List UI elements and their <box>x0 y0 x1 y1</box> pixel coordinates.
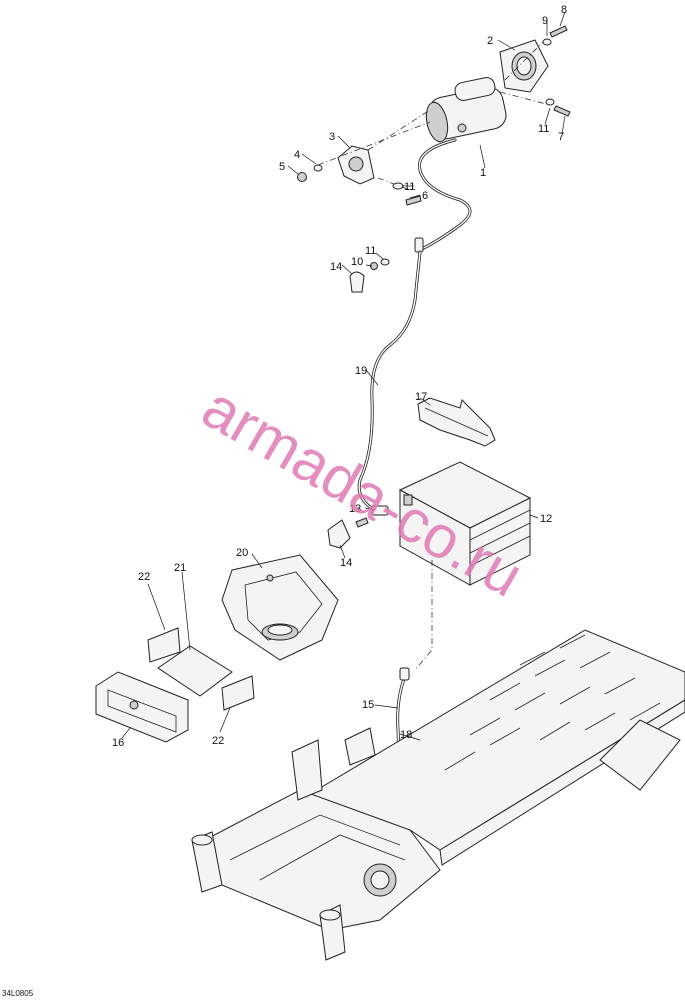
callout-14-top: 14 <box>330 261 342 273</box>
hardware-washer-9[interactable] <box>542 38 552 46</box>
callout-5: 5 <box>279 161 285 173</box>
callout-6: 6 <box>422 190 428 202</box>
callout-17: 17 <box>415 391 427 403</box>
hardware-washer-4[interactable] <box>313 164 323 172</box>
callout-20: 20 <box>236 547 248 559</box>
hardware-nut-5[interactable] <box>297 172 307 182</box>
battery-hold-down-strap[interactable] <box>417 397 496 447</box>
hardware-bolt-6[interactable] <box>405 195 422 206</box>
callout-11-right: 11 <box>538 123 549 135</box>
hardware-bolt-8[interactable] <box>549 25 568 38</box>
callout-7: 7 <box>558 131 564 143</box>
hardware-washer-11-right[interactable] <box>545 98 555 106</box>
positive-battery-cable[interactable] <box>357 250 422 514</box>
callout-11-mid: 11 <box>365 245 376 257</box>
callout-18: 18 <box>400 729 412 741</box>
callout-22-upper: 22 <box>138 571 150 583</box>
callout-9: 9 <box>542 15 548 27</box>
callout-13: 13 <box>349 503 361 515</box>
callout-11-top: 11 <box>404 181 415 193</box>
battery-tray[interactable] <box>221 554 339 661</box>
cable-terminal-13[interactable] <box>371 505 389 516</box>
terminal-cap-14-top[interactable] <box>349 271 365 293</box>
callout-21: 21 <box>174 562 186 574</box>
battery-cover[interactable] <box>95 671 189 743</box>
hardware-washer-11-top[interactable] <box>392 182 404 190</box>
starter-front-bracket[interactable] <box>337 145 375 185</box>
callout-14-bottom: 14 <box>340 557 352 569</box>
callout-15: 15 <box>362 699 374 711</box>
callout-16: 16 <box>112 737 124 749</box>
foam-pad-upper[interactable] <box>147 627 181 663</box>
hardware-bolt-battery[interactable] <box>355 517 369 528</box>
battery-pad[interactable] <box>157 645 233 697</box>
starter-rear-bracket[interactable] <box>499 39 549 93</box>
cable-terminal-top[interactable] <box>414 237 424 253</box>
starter-motor[interactable] <box>423 76 508 144</box>
vehicle-frame <box>191 629 685 961</box>
reference-code: 34L0805 <box>2 989 34 998</box>
callout-4: 4 <box>294 149 300 161</box>
battery[interactable] <box>398 461 532 586</box>
callout-1: 1 <box>480 167 486 179</box>
callout-19: 19 <box>355 365 367 377</box>
hardware-bolt-7[interactable] <box>553 105 571 117</box>
callout-22-lower: 22 <box>212 735 224 747</box>
callout-3: 3 <box>329 131 335 143</box>
foam-pad-lower[interactable] <box>221 675 255 711</box>
hardware-washer-11-mid[interactable] <box>380 258 390 266</box>
callout-12: 12 <box>540 513 552 525</box>
callout-8: 8 <box>561 4 567 16</box>
callout-10: 10 <box>351 256 363 268</box>
terminal-cap-14-bottom[interactable] <box>327 519 351 549</box>
callout-2: 2 <box>487 35 493 47</box>
